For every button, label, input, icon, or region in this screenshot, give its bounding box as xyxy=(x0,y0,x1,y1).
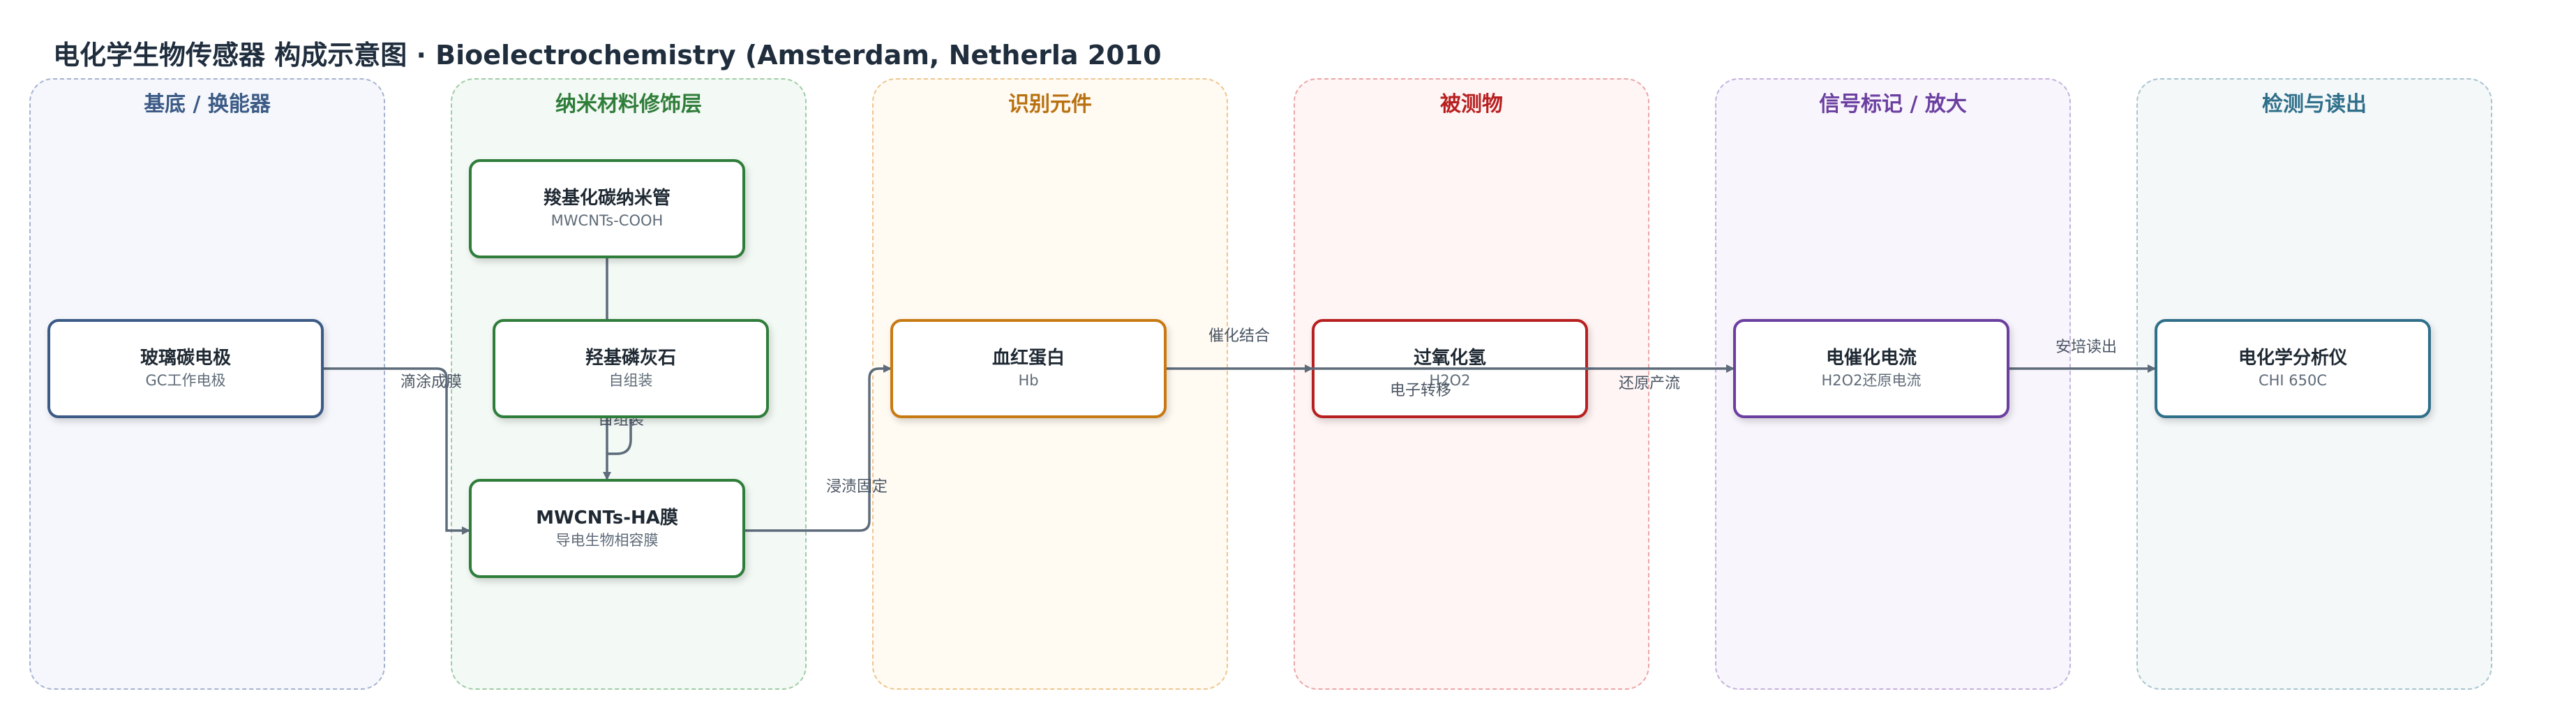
lane-title-signal: 信号标记 / 放大 xyxy=(1819,92,1967,117)
node-subtitle: MWCNTs-COOH xyxy=(551,212,664,229)
page-title: 电化学生物传感器 构成示意图 · Bioelectrochemistry (Am… xyxy=(53,40,1162,71)
node-subtitle: H2O2 xyxy=(1429,372,1471,389)
lane-title-nanomaterial: 纳米材料修饰层 xyxy=(555,92,702,117)
edge-self-assembly xyxy=(607,419,632,455)
node-glassy-carbon-electrode: 玻璃碳电极 GC工作电极 xyxy=(47,319,324,418)
edge-label-reduction-current: 还原产流 xyxy=(1619,375,1680,392)
node-name: 血红蛋白 xyxy=(991,348,1065,369)
node-mwcnt-ha-film: MWCNTs-HA膜 导电生物相容膜 xyxy=(469,479,745,578)
node-subtitle: Hb xyxy=(1018,372,1039,389)
node-name: 玻璃碳电极 xyxy=(140,348,231,369)
node-subtitle: 导电生物相容膜 xyxy=(555,532,659,549)
node-name: MWCNTs-HA膜 xyxy=(536,508,678,528)
node-subtitle: CHI 650C xyxy=(2258,372,2328,389)
lane-title-analyte: 被测物 xyxy=(1440,92,1503,117)
node-name: 羟基磷灰石 xyxy=(585,348,676,369)
node-name: 过氧化氢 xyxy=(1413,348,1486,369)
edge-label-catalytic-binding: 催化结合 xyxy=(1208,327,1270,345)
lane-title-recognition: 识别元件 xyxy=(1008,92,1092,117)
node-electrochemical-analyzer: 电化学分析仪 CHI 650C xyxy=(2155,319,2431,418)
edge-label-amperometric-readout: 安培读出 xyxy=(2055,339,2117,356)
node-hydroxyapatite: 羟基磷灰石 自组装 xyxy=(493,319,769,418)
lane-title-readout: 检测与读出 xyxy=(2262,92,2367,117)
edge-label-electron-transfer: 电子转移 xyxy=(1390,382,1451,399)
node-subtitle: 自组装 xyxy=(608,372,653,389)
edge-label-drop-coat: 滴涂成膜 xyxy=(400,373,462,391)
node-name: 羧基化碳纳米管 xyxy=(543,188,671,209)
node-subtitle: H2O2还原电流 xyxy=(1821,372,1922,389)
edge-immersion xyxy=(744,364,892,532)
lane-title-substrate: 基底 / 换能器 xyxy=(144,92,271,117)
edge-drop-coat xyxy=(324,367,470,535)
node-name: 电化学分析仪 xyxy=(2238,348,2347,369)
node-subtitle: GC工作电极 xyxy=(145,372,226,389)
node-name: 电催化电流 xyxy=(1825,348,1917,369)
node-electrocatalytic-current: 电催化电流 H2O2还原电流 xyxy=(1733,319,2009,418)
node-hemoglobin: 血红蛋白 Hb xyxy=(890,319,1167,418)
node-carboxylated-mwcnt: 羧基化碳纳米管 MWCNTs-COOH xyxy=(469,159,745,258)
edge-label-immersion: 浸渍固定 xyxy=(826,478,888,496)
